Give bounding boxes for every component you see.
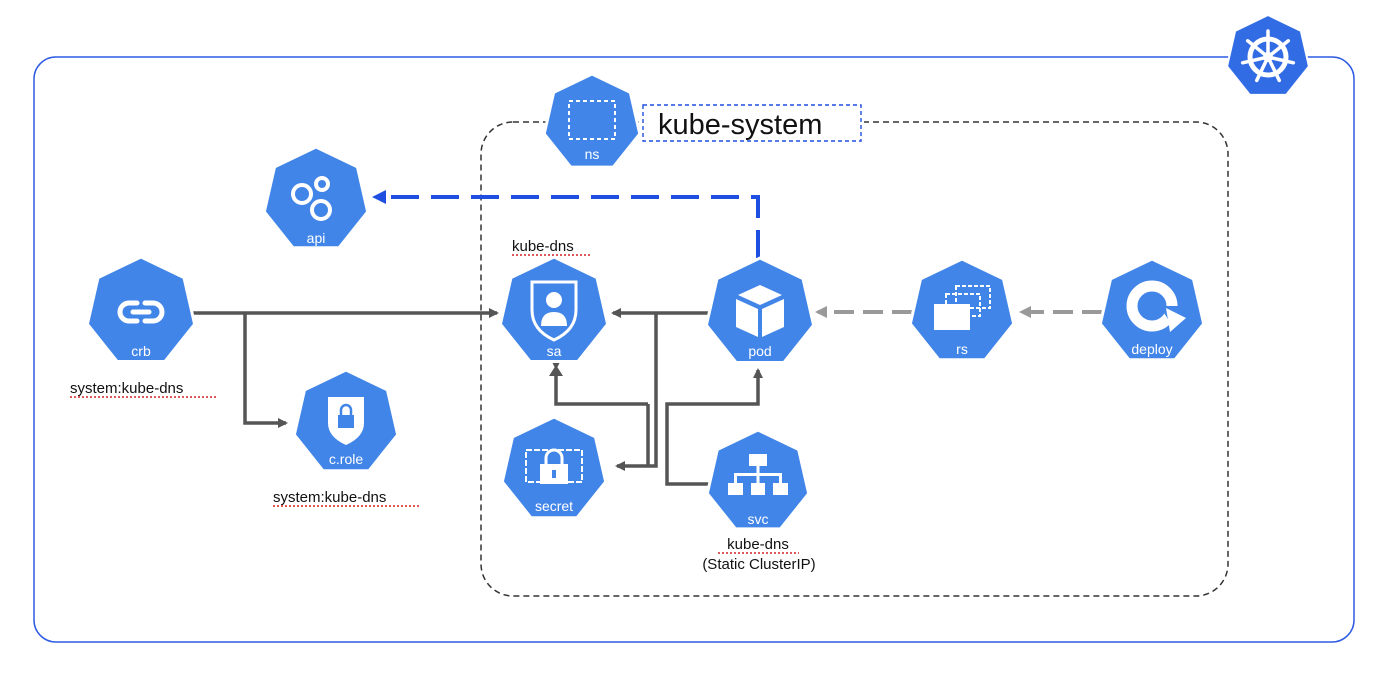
node-secret-label: secret — [535, 498, 573, 514]
node-sa-label: sa — [547, 343, 562, 359]
node-ns[interactable]: ns — [542, 72, 642, 169]
kubernetes-logo — [1225, 13, 1311, 96]
edge-sa-bus — [551, 360, 648, 406]
lock-icon — [328, 397, 364, 445]
namespace-boundary — [480, 121, 1229, 597]
node-api[interactable]: api — [262, 145, 370, 250]
node-sa[interactable]: sa — [498, 255, 610, 364]
kubernetes-helm-icon — [1240, 29, 1296, 83]
node-ns-label: ns — [585, 146, 600, 162]
node-secret[interactable]: secret — [500, 415, 608, 520]
node-api-label: api — [307, 230, 326, 246]
node-deploy[interactable]: deploy — [1098, 257, 1206, 362]
node-crb-label: crb — [131, 343, 151, 359]
cube-icon — [736, 285, 784, 337]
user-shield-icon — [530, 280, 578, 342]
node-crole-label: c.role — [329, 451, 363, 467]
arrowhead-sa-up — [549, 365, 563, 376]
sa-caption: kube-dns — [512, 238, 574, 255]
gears-icon — [291, 176, 332, 221]
edges — [190, 308, 763, 486]
dashed-square-icon — [568, 100, 616, 140]
svc-caption-line2: (Static ClusterIP) — [702, 556, 815, 573]
stacked-windows-icon — [934, 285, 991, 330]
node-pod[interactable]: pod — [704, 256, 816, 365]
node-rs[interactable]: rs — [908, 257, 1016, 362]
namespace-title: kube-system — [658, 109, 822, 141]
refresh-icon — [1126, 280, 1186, 332]
namespace-title-box — [642, 104, 862, 142]
link-icon — [117, 300, 165, 324]
edge-pod-api — [372, 190, 760, 258]
crb-caption: system:kube-dns — [70, 380, 183, 397]
node-svc[interactable]: svc — [705, 428, 811, 531]
padlock-screen-icon — [525, 448, 583, 484]
svc-caption-line1: kube-dns — [727, 536, 789, 553]
edge-svc-pod — [665, 368, 763, 486]
node-crb[interactable]: crb — [85, 255, 197, 364]
node-pod-label: pod — [748, 343, 771, 359]
edge-crb-crole — [243, 313, 288, 428]
node-rs-label: rs — [956, 341, 968, 357]
node-svc-label: svc — [748, 511, 769, 527]
edge-pod-secret-a — [615, 313, 658, 471]
node-crole[interactable]: c.role — [292, 368, 400, 473]
node-deploy-label: deploy — [1131, 341, 1172, 357]
crole-caption: system:kube-dns — [273, 489, 386, 506]
cluster-frame — [33, 56, 1355, 643]
hierarchy-icon — [728, 454, 788, 495]
